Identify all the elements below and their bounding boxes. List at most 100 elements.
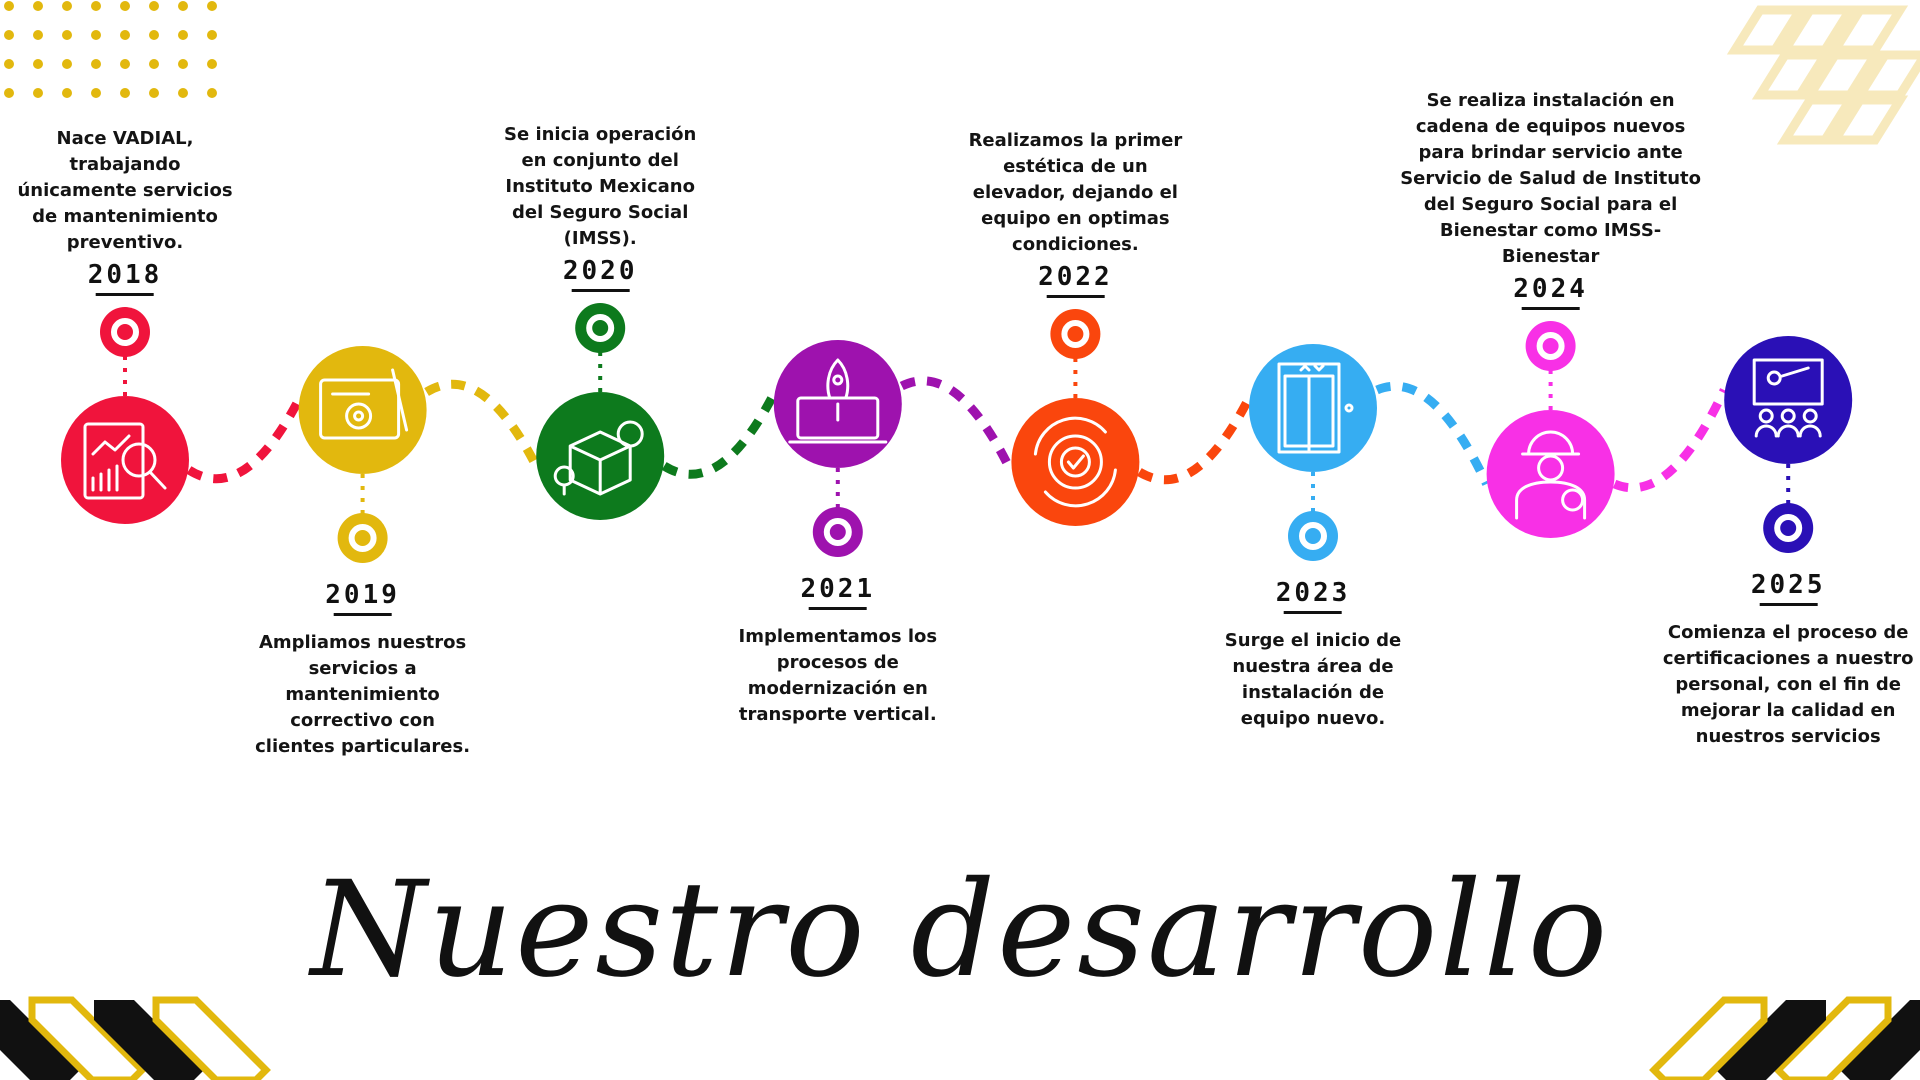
milestone-description-line: (IMSS). bbox=[563, 228, 637, 249]
milestone-2023 bbox=[1249, 344, 1377, 561]
milestone-description: Se realiza instalación en cadena de equip… bbox=[1400, 88, 1701, 270]
blueprint-gear-icon bbox=[319, 368, 409, 440]
milestone-circle bbox=[1011, 398, 1140, 526]
milestone-year: 2024 bbox=[1513, 274, 1588, 310]
milestone-description-line: instalación de bbox=[1241, 682, 1385, 703]
milestone-marker bbox=[1050, 309, 1101, 359]
worker-helmet-icon bbox=[1515, 430, 1587, 520]
milestone-description-line: de mantenimiento bbox=[32, 206, 218, 227]
milestone-description-line: Se inicia operación bbox=[504, 124, 697, 145]
timeline-connector bbox=[1137, 395, 1254, 485]
milestone-description-line: Comienza el proceso de bbox=[1667, 622, 1909, 643]
milestone-marker-ring bbox=[111, 318, 139, 346]
decor-diamond-grid bbox=[1726, 5, 1920, 145]
decor-chevrons-right bbox=[1649, 996, 1920, 1080]
milestone-marker bbox=[100, 307, 150, 357]
milestone-description-line: condiciones. bbox=[1012, 234, 1139, 255]
milestone-2020 bbox=[536, 303, 665, 520]
milestone-description-line: mejorar la calidad en bbox=[1680, 700, 1896, 721]
milestone-marker-ring bbox=[1536, 332, 1565, 360]
milestone-description-line: nuestros servicios bbox=[1695, 726, 1881, 747]
milestone-description-line: Bienestar bbox=[1501, 246, 1600, 267]
training-presentation-icon bbox=[1752, 358, 1824, 438]
milestone-description-line: clientes particulares. bbox=[255, 736, 471, 757]
milestone-description-line: Se realiza instalación en bbox=[1426, 90, 1675, 111]
milestone-circle bbox=[536, 392, 665, 520]
box-gears-bulb-icon bbox=[553, 420, 644, 496]
milestone-description-line: para brindar servicio ante bbox=[1418, 142, 1683, 163]
milestone-description-line: elevador, dejando el bbox=[972, 182, 1178, 203]
milestone-description-line: procesos de bbox=[776, 652, 899, 673]
milestone-2024 bbox=[1486, 321, 1615, 538]
milestone-year: 2023 bbox=[1276, 578, 1351, 614]
timeline-connector bbox=[661, 391, 778, 479]
timeline-connector bbox=[1612, 388, 1729, 493]
rocket-laptop-icon bbox=[788, 358, 888, 444]
analytics-magnifier-icon bbox=[83, 422, 167, 500]
milestone-marker bbox=[1763, 503, 1814, 553]
milestone-description-line: correctivo con bbox=[290, 710, 435, 731]
milestone-circle bbox=[1724, 336, 1853, 464]
milestone-marker bbox=[337, 513, 388, 563]
milestone-description-line: Bienestar como IMSS- bbox=[1439, 220, 1662, 241]
milestone-description-line: equipo nuevo. bbox=[1240, 708, 1386, 729]
milestone-circle bbox=[1486, 410, 1615, 538]
milestone-description-line: preventivo. bbox=[66, 232, 184, 253]
milestone-description-line: certificaciones a nuestro bbox=[1662, 648, 1914, 669]
milestone-description: Implementamos los procesos de modernizació… bbox=[738, 624, 937, 728]
milestone-year: 2022 bbox=[1038, 262, 1113, 298]
milestone-description-line: Nace VADIAL, bbox=[56, 128, 194, 149]
decor-chevrons-left bbox=[0, 996, 271, 1080]
milestone-description-line: modernización en bbox=[747, 678, 928, 699]
milestone-description-line: transporte vertical. bbox=[738, 704, 937, 725]
milestone-description-line: del Seguro Social para el bbox=[1423, 194, 1678, 215]
milestone-marker-ring bbox=[823, 518, 852, 546]
milestone-description-line: Instituto Mexicano bbox=[505, 176, 695, 197]
milestone-marker-ring bbox=[1774, 514, 1803, 542]
gear-check-cycle-icon bbox=[1033, 416, 1117, 508]
milestone-description-line: cadena de equipos nuevos bbox=[1415, 116, 1686, 137]
milestone-circle bbox=[298, 346, 427, 474]
milestone-marker bbox=[812, 507, 863, 557]
milestone-description-line: trabajando bbox=[69, 154, 181, 175]
milestone-description-line: del Seguro Social bbox=[511, 202, 689, 223]
milestone-marker-ring bbox=[1299, 522, 1327, 550]
milestone-description-line: Servicio de Salud de Instituto bbox=[1400, 168, 1701, 189]
milestone-description-line: Implementamos los bbox=[738, 626, 938, 647]
milestone-description-line: servicios a bbox=[308, 658, 417, 679]
milestone-description-line: personal, con el fin de bbox=[1675, 674, 1901, 695]
milestone-year: 2025 bbox=[1751, 570, 1826, 606]
page-title: Nuestro desarrollo bbox=[310, 853, 1610, 1007]
milestone-circle bbox=[1249, 344, 1377, 472]
milestone-2021 bbox=[773, 340, 902, 557]
milestone-year: 2020 bbox=[563, 256, 638, 292]
milestone-marker bbox=[1288, 511, 1338, 561]
elevator-icon bbox=[1277, 362, 1354, 454]
milestone-description: Comienza el proceso de certificaciones a … bbox=[1663, 620, 1914, 750]
milestone-marker-ring bbox=[348, 524, 377, 552]
milestone-year: 2018 bbox=[88, 260, 163, 296]
decor-dot-grid bbox=[4, 1, 217, 98]
milestone-circle bbox=[61, 396, 189, 524]
milestone-year: 2021 bbox=[800, 574, 875, 610]
milestone-2022 bbox=[1011, 309, 1140, 526]
milestone-year: 2019 bbox=[325, 580, 400, 616]
milestone-description-line: en conjunto del bbox=[521, 150, 679, 171]
timeline-connector bbox=[186, 397, 303, 484]
milestone-2018 bbox=[61, 307, 189, 524]
milestone-2025 bbox=[1724, 336, 1853, 553]
milestone-description-line: equipo en optimas bbox=[981, 208, 1170, 229]
milestone-2019 bbox=[298, 346, 427, 563]
milestone-marker bbox=[575, 303, 626, 353]
milestone-description-line: mantenimiento bbox=[285, 684, 440, 705]
milestone-description-line: estética de un bbox=[1003, 156, 1148, 177]
timeline-connector bbox=[424, 379, 541, 469]
timeline-connector bbox=[899, 376, 1016, 474]
